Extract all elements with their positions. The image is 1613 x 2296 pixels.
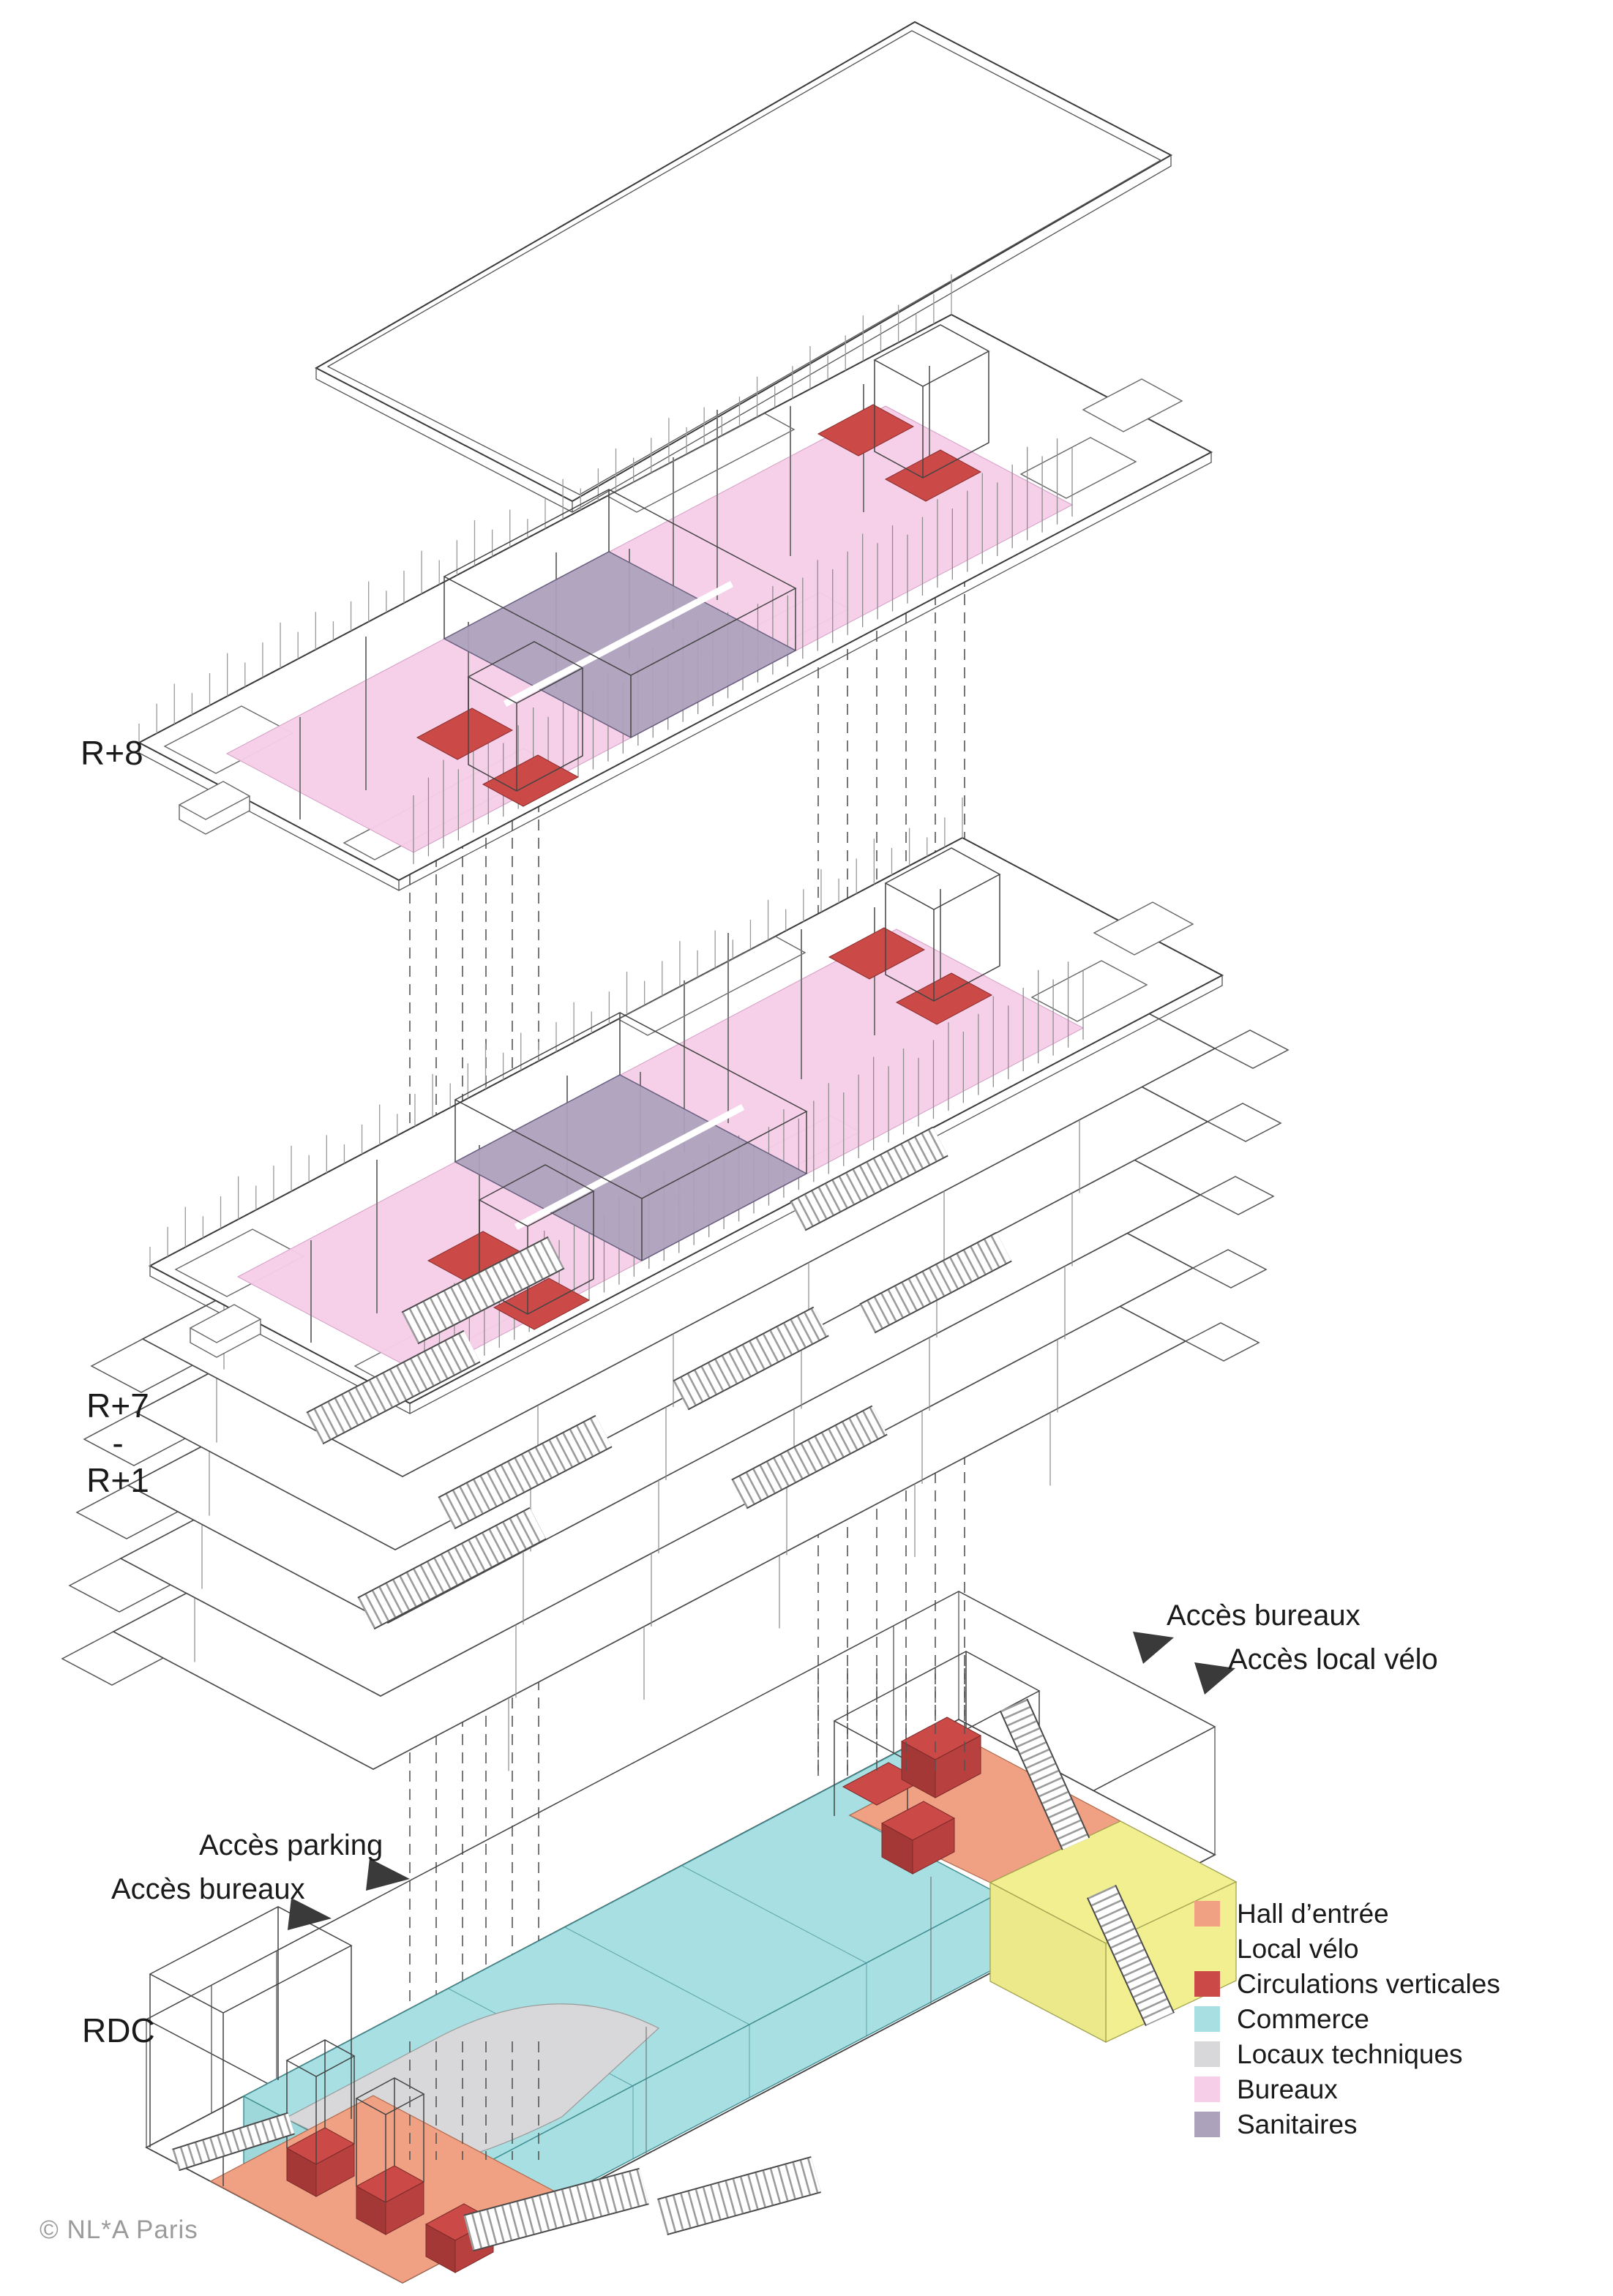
stair-treads — [657, 2157, 821, 2235]
legend-row-commerce: Commerce — [1194, 2003, 1500, 2034]
access-arrow-local-velo — [1194, 1662, 1235, 1695]
dashed-lines-overlay — [409, 1668, 965, 2160]
entry-porch-box — [149, 1906, 353, 2186]
core-red-prism — [900, 1717, 982, 1798]
legend-label-techniques: Locaux techniques — [1237, 2038, 1463, 2069]
floor-label-mid: R+7 - R+1 — [70, 1387, 165, 1499]
rdc-front-mullions — [645, 1877, 932, 2155]
access-arrow-bureaux-right — [1133, 1632, 1174, 1664]
stair-body — [1000, 1699, 1089, 1850]
roof-slab — [314, 20, 1173, 513]
stair-treads — [172, 2113, 295, 2170]
legend-swatch-techniques — [1194, 2041, 1220, 2067]
legend-label-circulations: Circulations verticales — [1237, 1968, 1500, 1999]
floor-label-r8: R+8 — [81, 734, 143, 772]
legend-row-circulations: Circulations verticales — [1194, 1968, 1500, 1999]
legend-swatch-bureaux — [1194, 2076, 1220, 2102]
legend-swatch-velo — [1194, 1936, 1220, 1962]
legend-row-techniques: Locaux techniques — [1194, 2038, 1500, 2069]
legend-swatch-sanitaires — [1194, 2112, 1220, 2137]
legend-label-velo: Local vélo — [1237, 1933, 1359, 1964]
legend-row-bureaux: Bureaux — [1194, 2074, 1500, 2104]
floor-label-r7: R+7 — [86, 1387, 149, 1425]
legend-row-hall: Hall d’entrée — [1194, 1898, 1500, 1929]
access-arrow-parking — [366, 1858, 410, 1891]
legend-swatch-commerce — [1194, 2006, 1220, 2032]
roof-thickness — [315, 155, 1172, 513]
stair-treads — [673, 1308, 828, 1409]
stair-body — [463, 2169, 649, 2251]
stair-treads — [358, 1508, 546, 1629]
legend-label-commerce: Commerce — [1237, 2003, 1369, 2034]
stair-treads — [307, 1331, 480, 1444]
legend-swatch-hall — [1194, 1901, 1220, 1927]
floor-label-separator: - — [112, 1424, 124, 1462]
legend-row-velo: Local vélo — [1194, 1933, 1500, 1964]
credit-text: © NL*A Paris — [40, 2216, 198, 2244]
stair-body — [402, 1237, 564, 1343]
rdc-shaft-wireframe — [833, 1651, 1041, 1856]
floor-rdc — [145, 1591, 1238, 2284]
legend-row-sanitaires: Sanitaires — [1194, 2109, 1500, 2139]
legend: Hall d’entrée Local vélo Circulations ve… — [1194, 1898, 1500, 2147]
stair-body — [790, 1128, 948, 1230]
access-label-local-velo: Accès local vélo — [1228, 1643, 1438, 1676]
access-label-bureaux-left: Accès bureaux — [111, 1873, 305, 1905]
roof-inner-line — [326, 30, 1162, 495]
stair-runs — [306, 1126, 1012, 1630]
legend-label-sanitaires: Sanitaires — [1237, 2109, 1358, 2139]
rdc-stair-runs — [172, 1698, 1175, 2252]
legend-swatch-circulations — [1194, 1971, 1220, 1997]
local-velo-front-left — [989, 1881, 1107, 2044]
legend-label-hall: Hall d’entrée — [1237, 1898, 1389, 1929]
access-label-parking: Accès parking — [199, 1829, 383, 1861]
floor-label-r1: R+1 — [86, 1461, 149, 1499]
access-label-bureaux-right: Accès bureaux — [1167, 1599, 1361, 1632]
access-arrow-bureaux-left — [288, 1898, 332, 1930]
floor-label-rdc: RDC — [82, 2011, 155, 2049]
stair-treads — [438, 1416, 612, 1528]
legend-label-bureaux: Bureaux — [1237, 2074, 1338, 2104]
stair-body — [860, 1233, 1011, 1332]
stair-treads — [1088, 1885, 1174, 2026]
stair-treads — [732, 1406, 887, 1508]
left-shaft-wireframe — [285, 2039, 425, 2202]
core-red-prism — [880, 1801, 956, 1875]
